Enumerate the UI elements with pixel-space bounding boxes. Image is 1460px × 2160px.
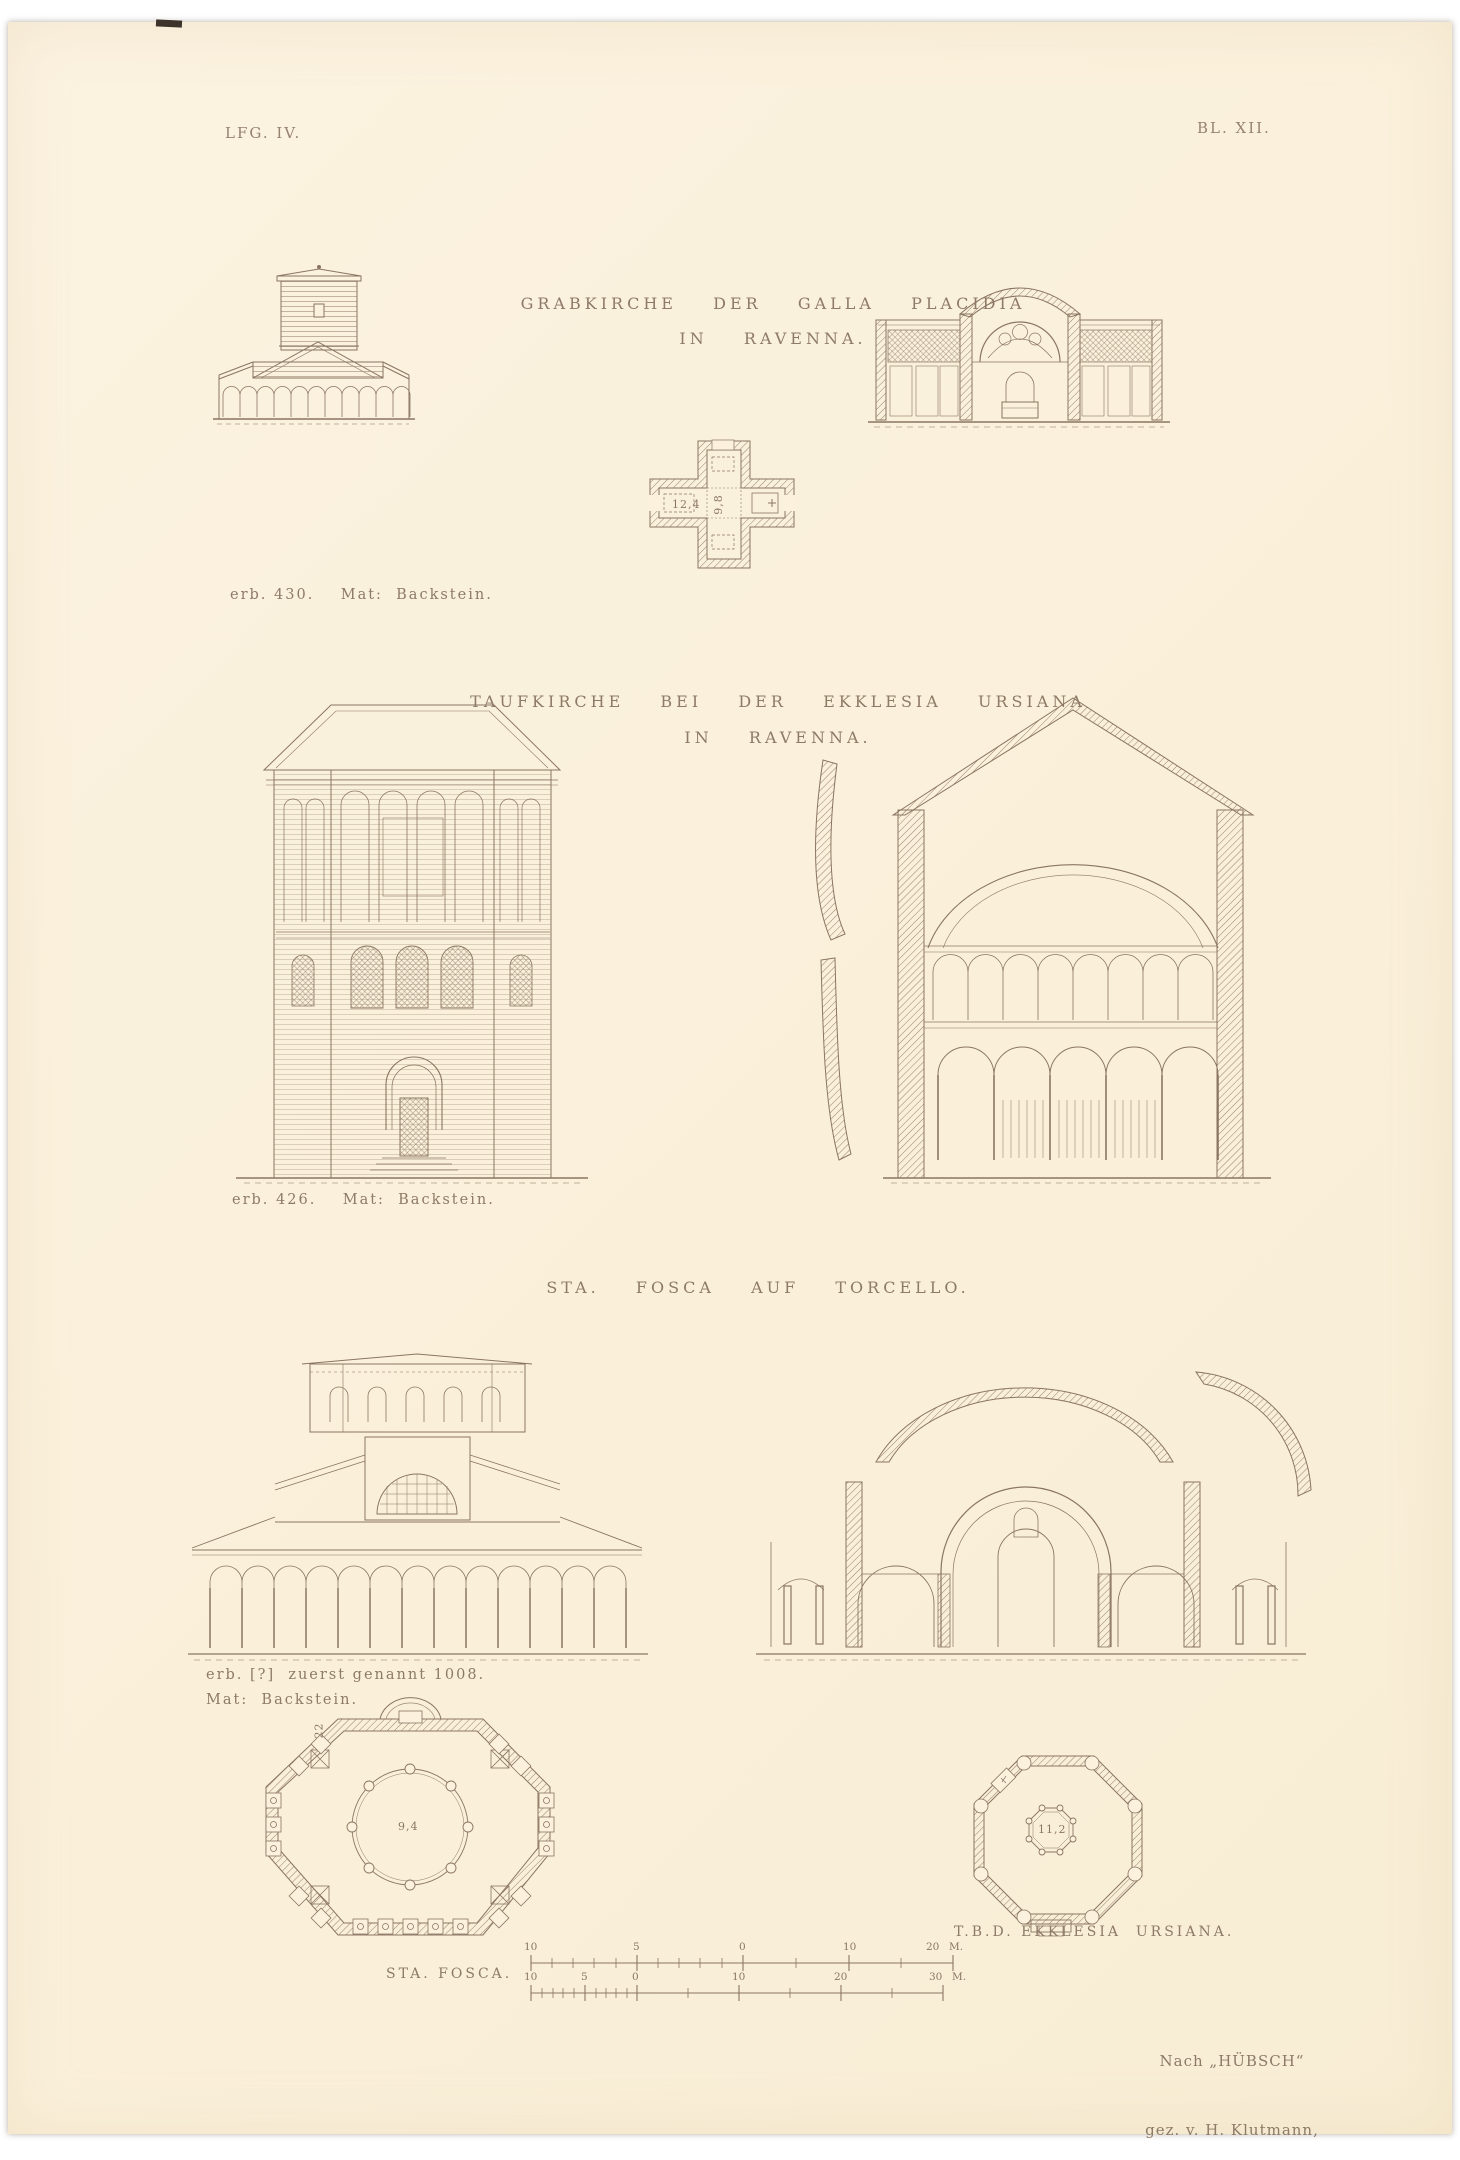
scalebar-upper-tick-label: 10: [843, 1941, 857, 1953]
scalebar-lower-tick-label: 5: [581, 1971, 588, 1983]
scalebar-lower-tick-label: 0: [632, 1971, 639, 1983]
scalebar-lower-unit: M.: [952, 1971, 967, 1983]
sta-fosca-plan-label: STA. FOSCA.: [386, 1966, 513, 1982]
scale-bars-drawing: [530, 1955, 954, 2001]
sta-fosca-caption-line1: erb. [?] zuerst genannt 1008.: [206, 1667, 486, 1683]
scalebar-upper-unit: M.: [949, 1941, 964, 1953]
galla-placidia-plan-drawing: [649, 439, 795, 569]
sta-fosca-caption-line2: Mat: Backstein.: [206, 1692, 359, 1708]
paper-edge-notch: [155, 19, 183, 28]
galla-placidia-title-line1: GRABKIRCHE DER GALLA PLACIDIA: [520, 294, 1026, 313]
ekklesia-ursiana-plan-dim: 11,2: [1038, 1823, 1067, 1836]
scalebar-upper-tick-label: 5: [633, 1941, 640, 1953]
scalebar-upper-tick-label: 20: [926, 1941, 940, 1953]
galla-placidia-elevation-drawing: [213, 265, 415, 425]
galla-placidia-plan-depth-dim: 9,8: [711, 494, 725, 515]
galla-placidia-caption: erb. 430. Mat: Backstein.: [230, 587, 493, 603]
sta-fosca-section-drawing: [756, 1371, 1312, 1661]
scalebar-upper-tick-label: 10: [524, 1941, 538, 1953]
sta-fosca-plan-diameter-dim: 9,4: [398, 1820, 419, 1833]
attribution-draughtsman: gez. v. H. Klutmann,: [1145, 2121, 1319, 2139]
scalebar-lower-tick-label: 20: [834, 1971, 848, 1983]
paper-sheet: LFG. IV. BL. XII. GRABKIRCHE DER GALLA P…: [8, 19, 1452, 2139]
plate-number-label: BL. XII.: [1197, 119, 1271, 137]
ekklesia-ursiana-plan-label: T.B.D. EKKLESIA URSIANA.: [954, 1924, 1235, 1940]
plate-series-label: LFG. IV.: [225, 124, 302, 142]
sta-fosca-title: STA. FOSCA AUF TORCELLO.: [546, 1278, 970, 1297]
attribution-source: Nach „HÜBSCH“: [1159, 2052, 1305, 2070]
taufkirche-elevation-drawing: [236, 704, 588, 1184]
attribution-block: Nach „HÜBSCH“ gez. v. H. Klutmann, autog…: [1126, 2004, 1338, 2160]
ekklesia-ursiana-plan-drawing: [973, 1755, 1143, 1937]
scalebar-lower-tick-label: 10: [732, 1971, 746, 1983]
galla-placidia-title-line2: IN RAVENNA.: [679, 329, 867, 348]
scalebar-lower-tick-label: 10: [524, 1971, 538, 1983]
scalebar-upper-tick-label: 0: [739, 1941, 746, 1953]
galla-placidia-section-drawing: [868, 287, 1170, 428]
sta-fosca-plan-length-dim: 22: [312, 1722, 326, 1739]
sta-fosca-elevation-drawing: [188, 1353, 648, 1661]
scalebar-lower-tick-label: 30: [929, 1971, 943, 1983]
taufkirche-title-line1: TAUFKIRCHE BEI DER EKKLESIA URSIANA: [470, 692, 1086, 711]
taufkirche-caption: erb. 426. Mat: Backstein.: [232, 1192, 495, 1208]
taufkirche-title-line2: IN RAVENNA.: [684, 728, 872, 747]
taufkirche-section-drawing: [814, 697, 1271, 1184]
galla-placidia-plan-width-dim: 12,4: [672, 498, 701, 511]
sta-fosca-plan-drawing: [265, 1697, 555, 1936]
